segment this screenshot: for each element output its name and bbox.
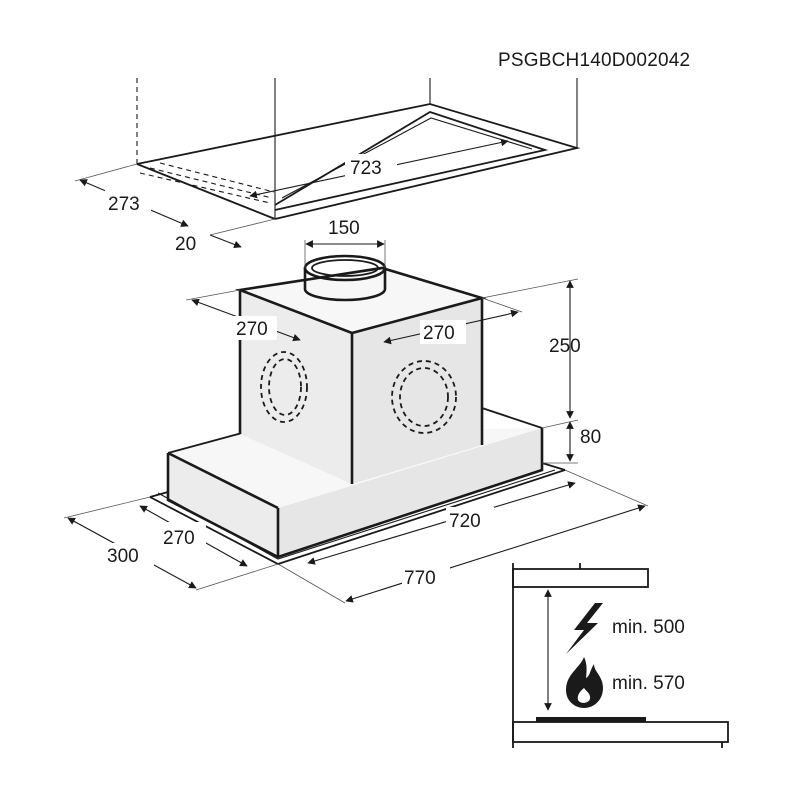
- motor-height-label: 250: [549, 336, 581, 357]
- canopy-depth-label: 300: [107, 546, 139, 567]
- dimension-motor-depth: 270: [185, 289, 301, 342]
- dimension-canopy-depth: 300: [63, 496, 279, 591]
- frame-height-label: 80: [580, 427, 601, 448]
- dimension-canopy-width: 770: [277, 469, 649, 604]
- lightning-bolt-icon: [566, 603, 603, 654]
- dimension-cutout-offset: 20: [175, 234, 242, 255]
- hood-duct-collar: [303, 240, 387, 302]
- electric-clearance-label: min. 500: [612, 617, 685, 638]
- model-code: PSGBCH140D002042: [498, 50, 690, 71]
- flame-icon: [566, 657, 603, 708]
- frame-width-label: 720: [449, 511, 481, 532]
- frame-depth-label: 270: [163, 528, 195, 549]
- canopy-width-label: 770: [404, 568, 436, 589]
- dimension-motor-width: 270: [383, 297, 523, 345]
- clearance-inset: [512, 563, 729, 748]
- motor-width-label: 270: [423, 323, 455, 344]
- dimension-cutout-depth: 273: [79, 179, 189, 227]
- cutout-depth-label: 273: [108, 194, 140, 215]
- duct-diameter-label: 150: [328, 218, 360, 239]
- cutout-width-label: 723: [350, 158, 382, 179]
- gas-clearance-label: min. 570: [612, 673, 685, 694]
- dimension-cutout-width: 723: [249, 138, 509, 199]
- dimension-frame-height: 80: [542, 421, 601, 464]
- dimension-duct-diameter: 150: [305, 218, 385, 248]
- motor-depth-label: 270: [236, 319, 268, 340]
- cutout-offset-label: 20: [175, 234, 196, 255]
- dimension-motor-height: 250: [481, 278, 581, 429]
